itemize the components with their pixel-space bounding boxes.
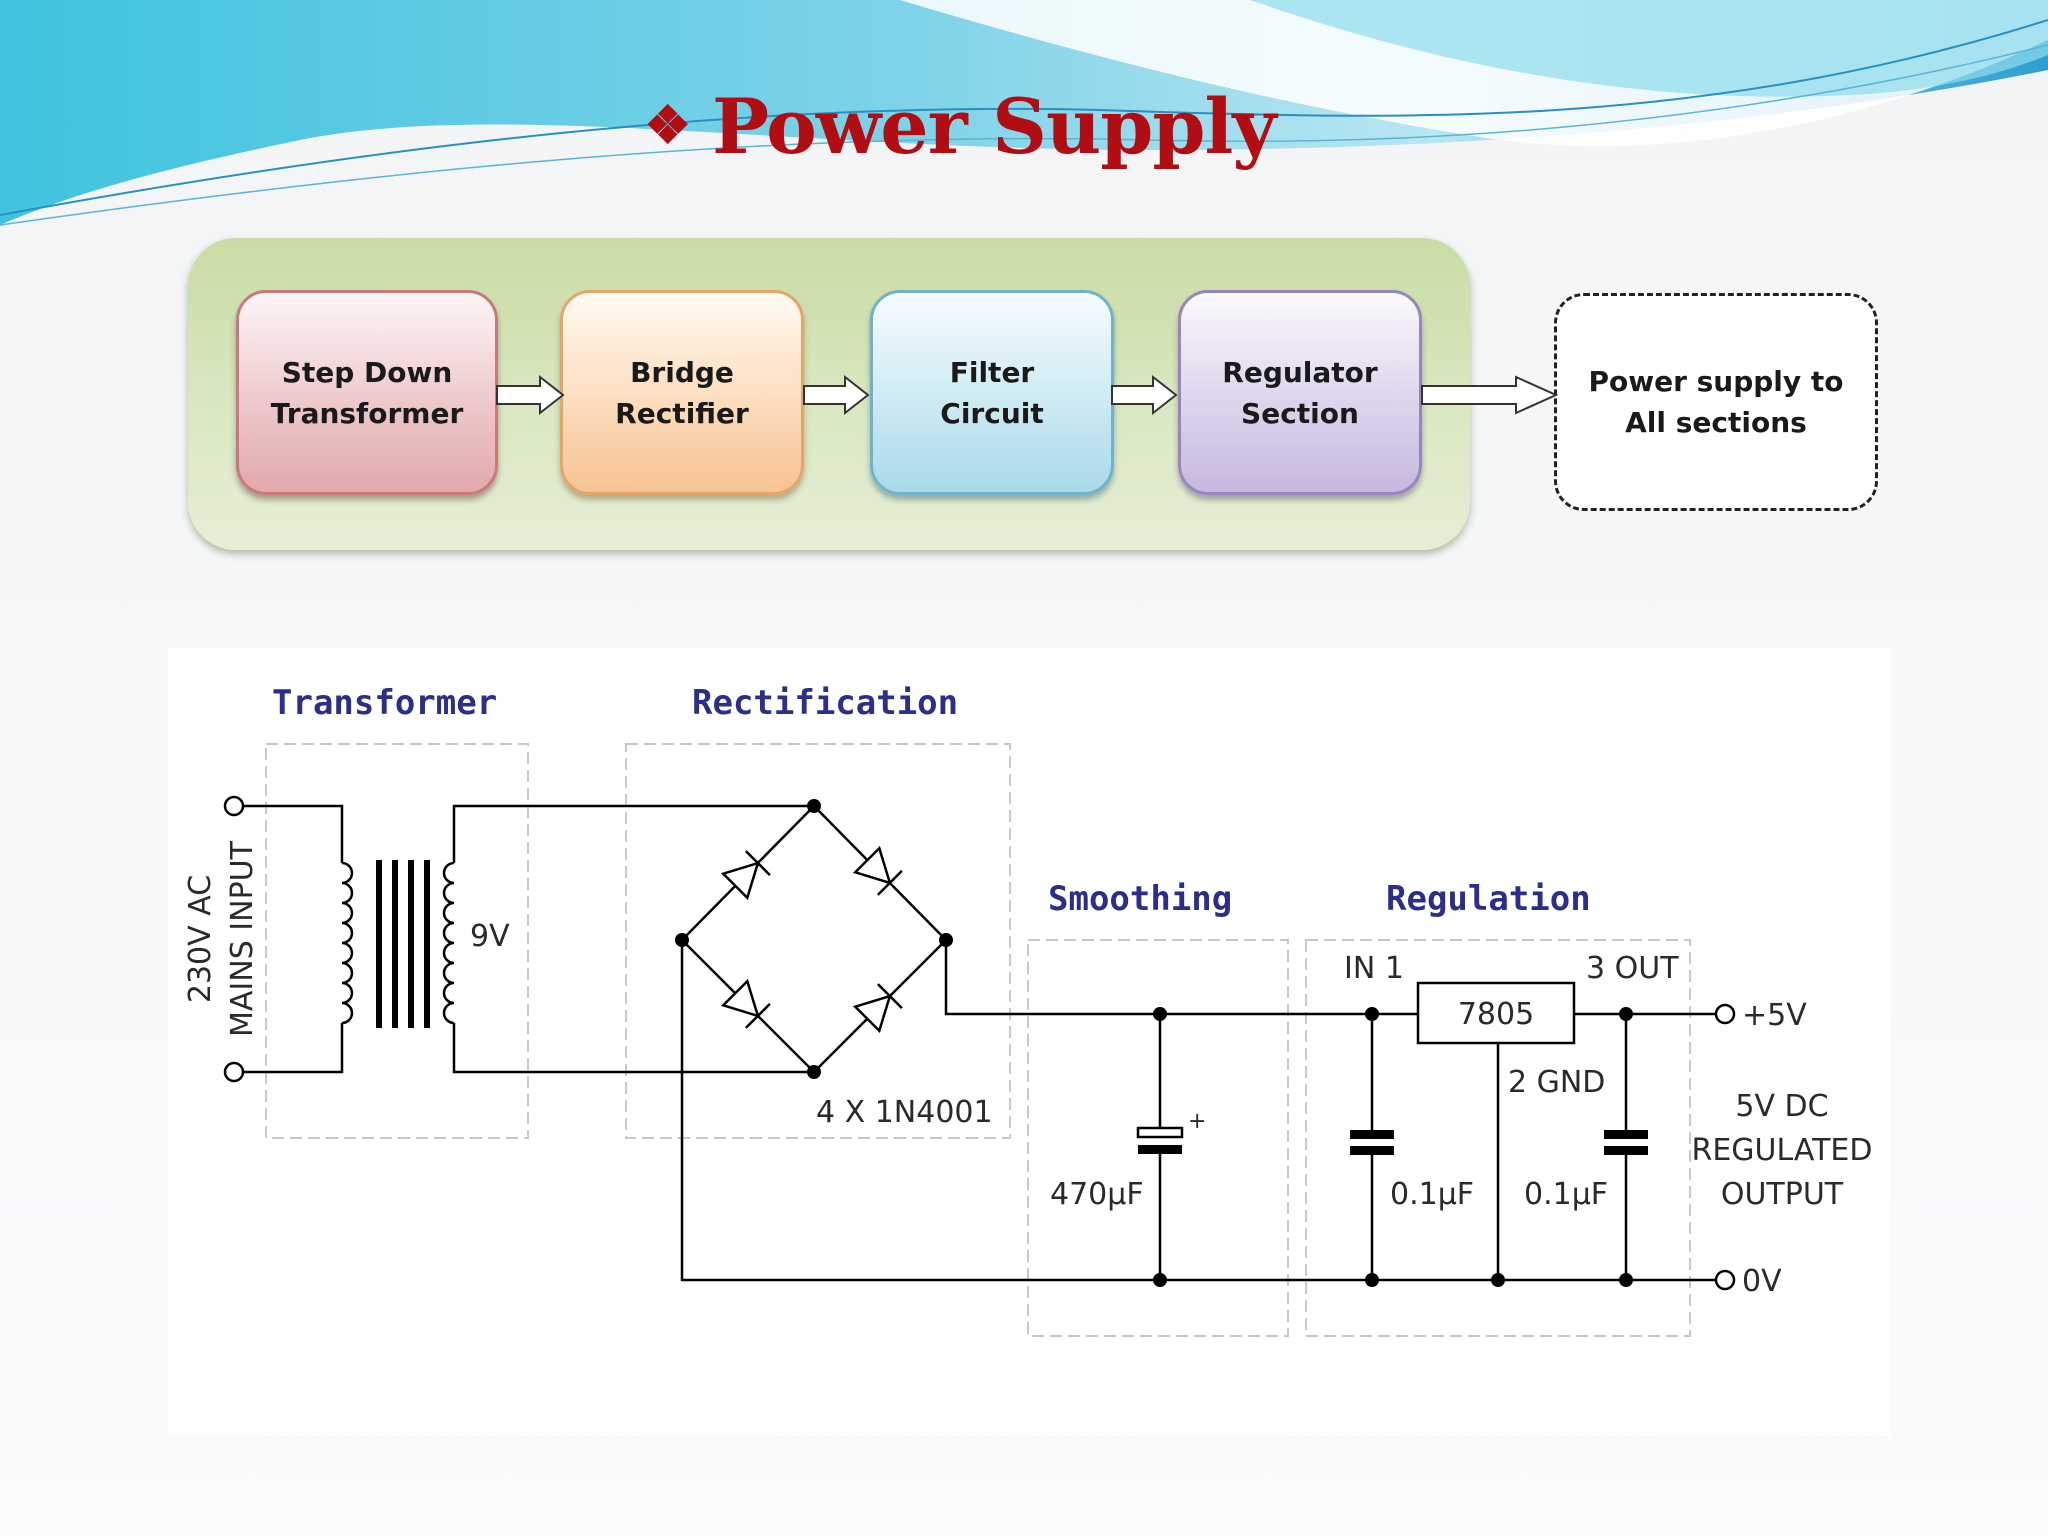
junction-dot	[1619, 1007, 1633, 1021]
section-title-smoothing: Smoothing	[1048, 879, 1232, 919]
block-regulator-section: Regulator Section	[1178, 290, 1422, 495]
block-bridge-rectifier: Bridge Rectifier	[560, 290, 804, 495]
output-desc-line2: REGULATED	[1692, 1133, 1873, 1168]
diode-icon	[852, 983, 903, 1034]
secondary-wire	[452, 804, 814, 1074]
capacitor-icon	[1350, 1130, 1394, 1155]
diamond-bullet-icon: ❖	[644, 95, 691, 156]
mains-terminal-top	[223, 795, 245, 817]
section-title-rectification: Rectification	[692, 683, 958, 723]
regulator-pin-out: 3 OUT	[1586, 951, 1679, 986]
output-desc-line3: OUTPUT	[1721, 1177, 1844, 1212]
page-title-text: Power Supply	[712, 82, 1277, 171]
diode-icon	[720, 850, 771, 901]
output-terminal-positive	[1714, 1003, 1736, 1025]
junction-dot	[1491, 1273, 1505, 1287]
junction-dot	[807, 1065, 821, 1079]
positive-rail	[944, 940, 1716, 1016]
primary-wire	[234, 804, 344, 1074]
regulator-part-label: 7805	[1458, 997, 1534, 1032]
rectification-frame	[625, 743, 1011, 1139]
diode-icon	[852, 845, 903, 896]
regulation-frame	[1305, 939, 1691, 1337]
secondary-voltage-label: 9V	[470, 919, 510, 954]
output-cap-label: 0.1µF	[1524, 1177, 1608, 1212]
output-terminal-ground	[1714, 1269, 1736, 1291]
output-desc-line1: 5V DC	[1735, 1089, 1828, 1124]
regulator-pin-gnd: 2 GND	[1508, 1065, 1605, 1100]
circuit-diagram: Transformer Rectification Smoothing Regu…	[168, 648, 1890, 1436]
page-title: ❖ Power Supply	[0, 82, 1920, 171]
block-output-all-sections: Power supply to All sections	[1554, 293, 1878, 511]
junction-dot	[675, 933, 689, 947]
input-label-voltage: 230V AC	[183, 875, 218, 1003]
junction-dot	[1619, 1273, 1633, 1287]
input-cap-label: 0.1µF	[1390, 1177, 1474, 1212]
junction-dot	[1365, 1007, 1379, 1021]
electrolytic-capacitor-icon	[1136, 1126, 1184, 1154]
junction-dot	[1153, 1273, 1167, 1287]
regulator-pin-in: IN 1	[1344, 951, 1404, 986]
secondary-coil	[442, 861, 455, 1025]
arrow-right-icon	[1421, 375, 1559, 415]
section-title-regulation: Regulation	[1386, 879, 1591, 919]
output-positive-label: +5V	[1742, 998, 1807, 1033]
section-title-transformer: Transformer	[272, 683, 497, 723]
arrow-right-icon	[1111, 374, 1178, 416]
transformer-frame	[265, 743, 529, 1139]
junction-dot	[1365, 1273, 1379, 1287]
smoothing-frame	[1027, 939, 1289, 1337]
diode-icon	[720, 978, 771, 1029]
input-label-mains: MAINS INPUT	[225, 840, 260, 1037]
block-step-down-transformer: Step Down Transformer	[236, 290, 498, 495]
smoothing-cap-label: 470µF	[1050, 1177, 1144, 1212]
primary-coil	[341, 861, 354, 1025]
junction-dot	[807, 799, 821, 813]
junction-dot	[1153, 1007, 1167, 1021]
regulator-7805	[1416, 981, 1576, 1045]
capacitor-icon	[1604, 1130, 1648, 1155]
mains-terminal-bottom	[223, 1061, 245, 1083]
capacitor-polarity-label: +	[1188, 1109, 1206, 1134]
junction-dot	[939, 933, 953, 947]
diode-part-label: 4 X 1N4001	[816, 1095, 993, 1130]
output-ground-label: 0V	[1742, 1264, 1782, 1299]
arrow-right-icon	[803, 374, 870, 416]
arrow-right-icon	[496, 374, 565, 416]
